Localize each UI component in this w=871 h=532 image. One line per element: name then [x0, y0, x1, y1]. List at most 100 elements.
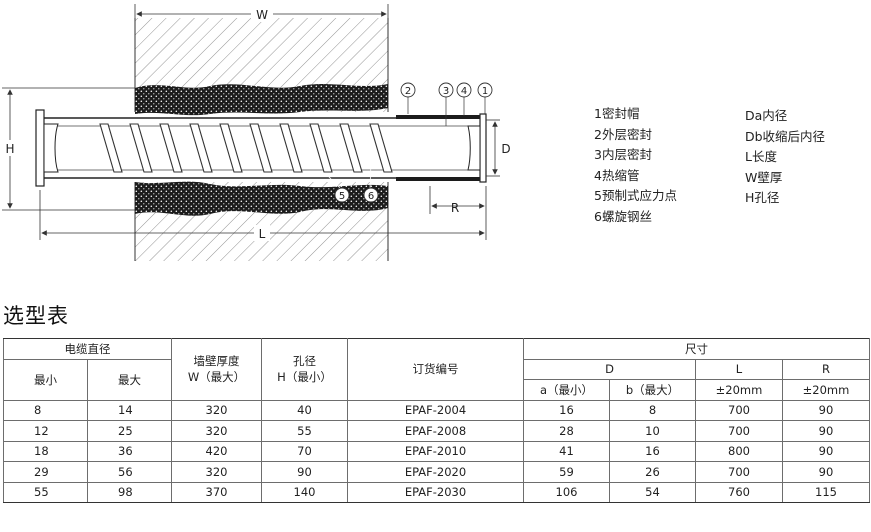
cell-b: 16 — [609, 440, 696, 462]
cell-a: 106 — [523, 481, 610, 503]
cable-seal-cross-section-diagram: W H D R L 2 3 4 1 5 6 — [2, 4, 511, 261]
legend-item: 4热缩管 — [594, 167, 640, 183]
dim-label-r: R — [451, 201, 459, 215]
cell-l: 700 — [695, 420, 783, 442]
cell-max: 14 — [87, 399, 172, 421]
cell-a: 41 — [523, 440, 610, 462]
cell-hole: 90 — [261, 461, 348, 483]
svg-text:1: 1 — [482, 86, 488, 97]
cell-order: EPAF-2010 — [347, 440, 524, 462]
cell-r: 90 — [782, 440, 870, 462]
header-tol-r: ±20mm — [782, 379, 870, 401]
header-b-max: b（最大） — [609, 379, 696, 401]
right-end-cap — [467, 113, 487, 183]
header-l: L — [695, 358, 783, 380]
spiral-steel-wire — [99, 123, 393, 173]
table-header-row: 电缆直径 墙壁厚度 W（最大） 孔径 H（最小） 订货编号 尺寸 — [3, 338, 870, 401]
cell-b: 54 — [609, 481, 696, 503]
cell-max: 56 — [87, 461, 172, 483]
cell-l: 800 — [695, 440, 783, 462]
header-r: R — [782, 358, 870, 380]
header-a-min: a（最小） — [523, 379, 610, 401]
cell-hole: 55 — [261, 420, 348, 442]
cell-a: 59 — [523, 461, 610, 483]
cell-r: 115 — [782, 481, 870, 503]
table-row: 29 56 320 90 EPAF-2020 59 26 700 90 — [3, 461, 870, 483]
table-row: 55 98 370 140 EPAF-2030 106 54 760 115 — [3, 481, 870, 503]
cell-l: 700 — [695, 461, 783, 483]
legend-item: W壁厚 — [745, 169, 783, 185]
cell-min: 55 — [3, 481, 88, 503]
section-title: 选型表 — [3, 304, 69, 328]
cell-a: 16 — [523, 399, 610, 421]
svg-text:3: 3 — [443, 86, 449, 97]
header-wall-thickness: 墙壁厚度 W（最大） — [171, 338, 262, 401]
dim-label-l: L — [259, 227, 266, 241]
header-min: 最小 — [3, 358, 88, 401]
callout-3: 3 — [438, 82, 454, 126]
cell-min: 8 — [3, 399, 88, 421]
table-row: 18 36 420 70 EPAF-2010 41 16 800 90 — [3, 440, 870, 462]
header-order-number: 订货编号 — [347, 338, 524, 401]
cell-b: 10 — [609, 420, 696, 442]
cell-a: 28 — [523, 420, 610, 442]
cell-hole: 70 — [261, 440, 348, 462]
callout-5: 5 — [327, 175, 350, 203]
callout-1: 1 — [477, 82, 493, 114]
cell-b: 8 — [609, 399, 696, 421]
cell-l: 700 — [695, 399, 783, 421]
cell-max: 25 — [87, 420, 172, 442]
legend-dimensions: Da内径 Db收缩后内径 L长度 W壁厚 H孔径 — [745, 106, 825, 209]
svg-text:6: 6 — [368, 191, 374, 202]
dim-label-d: D — [501, 142, 510, 156]
selection-table: 电缆直径 墙壁厚度 W（最大） 孔径 H（最小） 订货编号 尺寸 最小 最大 D… — [3, 338, 870, 503]
dim-label-h: H — [5, 142, 14, 156]
header-cable-diameter: 电缆直径 — [3, 338, 172, 360]
cell-r: 90 — [782, 420, 870, 442]
cell-min: 12 — [3, 420, 88, 442]
legend-item: 1密封帽 — [594, 106, 640, 121]
header-hole-diameter: 孔径 H（最小） — [261, 338, 348, 401]
table-row: 12 25 320 55 EPAF-2008 28 10 700 90 — [3, 420, 870, 442]
cell-order: EPAF-2008 — [347, 420, 524, 442]
legend-item: Da内径 — [745, 108, 788, 123]
cell-max: 98 — [87, 481, 172, 503]
callout-4: 4 — [456, 82, 472, 116]
header-d: D — [523, 358, 696, 380]
cell-max: 36 — [87, 440, 172, 462]
cell-wall: 370 — [171, 481, 262, 503]
legend-item: Db收缩后内径 — [745, 128, 826, 144]
legend-item: H孔径 — [745, 190, 780, 205]
svg-text:4: 4 — [461, 86, 467, 97]
cell-order: EPAF-2020 — [347, 461, 524, 483]
cell-hole: 40 — [261, 399, 348, 421]
header-max: 最大 — [87, 358, 172, 401]
cell-min: 18 — [3, 440, 88, 462]
left-end-cap — [35, 109, 59, 187]
legend-components: 1密封帽 2外层密封 3内层密封 4热缩管 5预制式应力点 6螺旋钢丝 — [594, 104, 677, 227]
cell-wall: 320 — [171, 399, 262, 421]
cell-l: 760 — [695, 481, 783, 503]
legend-item: 6螺旋钢丝 — [594, 208, 652, 224]
outer-seal-top — [135, 84, 388, 116]
svg-text:5: 5 — [339, 191, 345, 202]
cell-order: EPAF-2004 — [347, 399, 524, 421]
cell-wall: 320 — [171, 461, 262, 483]
svg-text:2: 2 — [405, 86, 411, 97]
header-dimensions: 尺寸 — [523, 338, 870, 360]
legend-item: L长度 — [745, 149, 777, 164]
cell-r: 90 — [782, 461, 870, 483]
header-tol-l: ±20mm — [695, 379, 783, 401]
outer-seal-bottom — [135, 181, 388, 216]
legend-item: 3内层密封 — [594, 147, 652, 162]
callout-2: 2 — [400, 82, 416, 114]
cell-min: 29 — [3, 461, 88, 483]
callout-6: 6 — [363, 135, 379, 203]
legend-item: 2外层密封 — [594, 126, 652, 142]
legend-item: 5预制式应力点 — [594, 188, 677, 203]
cell-r: 90 — [782, 399, 870, 421]
cell-order: EPAF-2030 — [347, 481, 524, 503]
cell-wall: 420 — [171, 440, 262, 462]
cell-b: 26 — [609, 461, 696, 483]
dim-label-w: W — [256, 8, 268, 22]
